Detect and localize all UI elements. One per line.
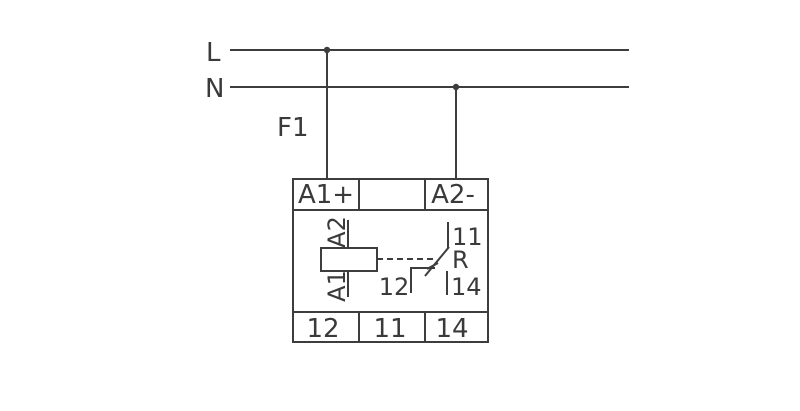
terminal-a2-minus-label: A2- (431, 180, 475, 210)
coil-a1-label: A1 (323, 270, 351, 302)
neutral-junction-dot (452, 83, 460, 91)
contact-12-label: 12 (379, 273, 410, 301)
contact-14-label: 14 (451, 273, 482, 301)
contact-arm (424, 246, 450, 277)
fuse-label: F1 (277, 113, 309, 143)
terminal-11-label: 11 (373, 314, 406, 344)
coil-symbol (320, 247, 378, 272)
phase-junction-dot (323, 46, 331, 54)
contact-nc-lead (410, 267, 435, 293)
terminal-14-label: 14 (435, 314, 468, 344)
relay-body (292, 178, 489, 343)
neutral-line-label: N (205, 74, 224, 104)
terminal-a1-plus-label: A1+ (298, 180, 354, 210)
terminal-12-label: 12 (306, 314, 339, 344)
contact-11-label: 11 (452, 223, 483, 251)
phase-line-label: L (206, 38, 221, 68)
coil-a2-label: A2 (323, 216, 351, 248)
contact-relay-label: R (452, 246, 469, 274)
